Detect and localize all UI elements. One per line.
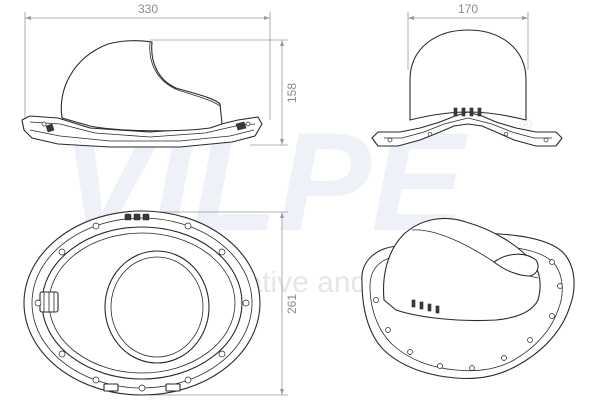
dimension-front-width: 170 (407, 2, 529, 70)
dimension-label-170: 170 (458, 2, 478, 16)
dimension-side-width: 330 (24, 2, 271, 120)
dimension-label-261: 261 (285, 294, 299, 314)
dimension-side-height: 158 (150, 39, 299, 146)
dimension-label-158: 158 (285, 83, 299, 103)
side-view (21, 40, 263, 148)
front-view (371, 29, 563, 147)
dimension-label-330: 330 (138, 2, 158, 16)
dimension-bottom-length: 261 (150, 211, 299, 396)
bottom-view (23, 210, 261, 396)
perspective-view (361, 217, 575, 379)
